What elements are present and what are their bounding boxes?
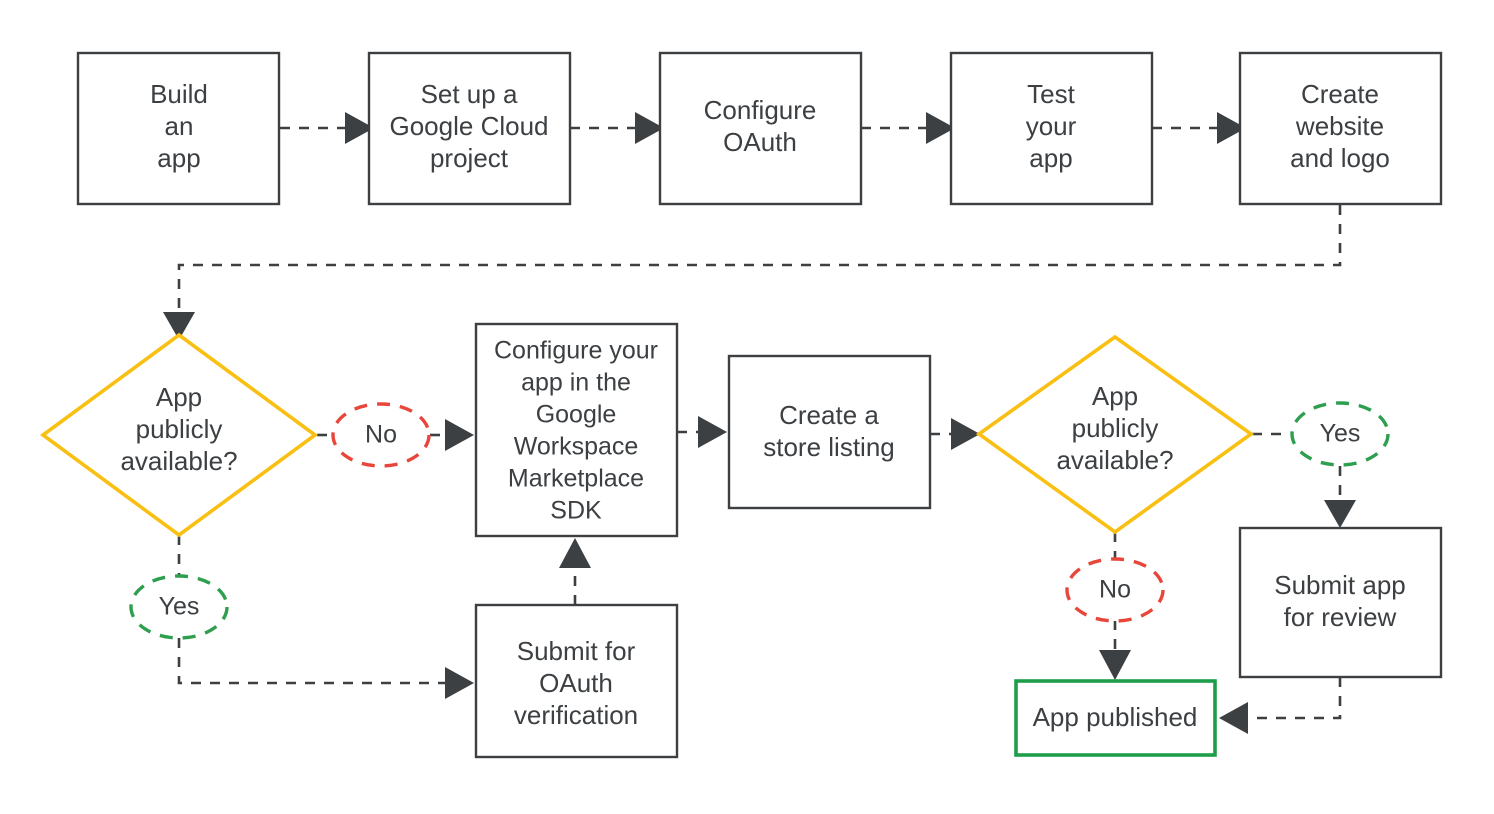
node-set-up-project-line1: Set up a: [421, 79, 518, 109]
connector-decision-left-no: [317, 419, 474, 451]
create-store-listing-line2: store listing: [763, 432, 895, 462]
edge-label-left-no: No: [331, 402, 431, 468]
node-set-up-project[interactable]: Set up a Google Cloud project: [367, 51, 572, 206]
node-configure-oauth-line2: OAuth: [723, 127, 797, 157]
connector-store-listing-to-decision-right: [930, 418, 980, 450]
node-build-an-app-line1: Build: [150, 79, 208, 109]
connector-oauth-verification-to-sdk: [559, 538, 591, 605]
edge-label-right-yes: Yes: [1290, 401, 1390, 467]
edge-label-right-no: No: [1065, 557, 1165, 623]
submit-oauth-line2: OAuth: [539, 668, 613, 698]
node-configure-app-marketplace-sdk[interactable]: Configure your app in the Google Workspa…: [474, 322, 679, 538]
node-build-an-app-line3: app: [157, 143, 200, 173]
app-published-label: App published: [1033, 702, 1198, 732]
connector-build-to-project: [280, 112, 374, 144]
submit-oauth-line1: Submit for: [517, 636, 636, 666]
decision-left-line1: App: [156, 382, 202, 412]
connector-website-to-decision-left: [163, 205, 1342, 340]
node-create-store-listing[interactable]: Create a store listing: [727, 354, 932, 510]
connector-decision-left-yes: [177, 535, 474, 699]
configure-sdk-line1: Configure your: [494, 337, 658, 365]
node-submit-oauth-verification[interactable]: Submit for OAuth verification: [474, 603, 679, 759]
node-test-your-app[interactable]: Test your app: [949, 51, 1154, 206]
edge-label-left-yes-text: Yes: [159, 593, 200, 621]
decision-right-line1: App: [1092, 381, 1138, 411]
decision-left-line3: available?: [120, 446, 237, 476]
connector-sdk-to-store-listing: [677, 416, 727, 448]
node-create-website-line3: and logo: [1290, 143, 1390, 173]
edge-label-left-no-text: No: [365, 421, 397, 449]
connector-decision-right-no: [1099, 532, 1131, 680]
connector-project-to-oauth: [570, 112, 664, 144]
configure-sdk-line2: app in the: [521, 369, 631, 397]
configure-sdk-line3: Google: [536, 401, 617, 429]
configure-sdk-line6: SDK: [550, 497, 602, 525]
node-set-up-project-line2: Google Cloud: [390, 111, 549, 141]
connector-oauth-to-test: [861, 112, 955, 144]
node-decision-app-publicly-available-left[interactable]: App publicly available?: [39, 332, 319, 538]
decision-right-line2: publicly: [1072, 413, 1159, 443]
edge-label-right-no-text: No: [1099, 576, 1131, 604]
edge-label-left-yes: Yes: [129, 574, 229, 640]
connector-review-to-published: [1219, 677, 1342, 734]
submit-review-line1: Submit app: [1274, 570, 1406, 600]
node-create-website-and-logo[interactable]: Create website and logo: [1238, 51, 1443, 206]
node-create-website-line1: Create: [1301, 79, 1379, 109]
decision-right-line3: available?: [1056, 445, 1173, 475]
node-create-website-line2: website: [1295, 111, 1384, 141]
edge-label-right-yes-text: Yes: [1320, 420, 1361, 448]
create-store-listing-line1: Create a: [779, 400, 879, 430]
decision-left-line2: publicly: [136, 414, 223, 444]
node-test-your-app-line1: Test: [1027, 79, 1075, 109]
connector-test-to-website: [1152, 112, 1246, 144]
configure-sdk-line4: Workspace: [514, 433, 639, 461]
node-app-published[interactable]: App published: [1014, 679, 1217, 757]
node-configure-oauth[interactable]: Configure OAuth: [658, 51, 863, 206]
node-test-your-app-line3: app: [1029, 143, 1072, 173]
node-decision-app-publicly-available-right[interactable]: App publicly available?: [975, 334, 1255, 535]
node-set-up-project-line3: project: [430, 143, 509, 173]
node-build-an-app-line2: an: [165, 111, 194, 141]
connector-decision-right-yes: [1252, 432, 1356, 528]
node-configure-oauth-line1: Configure: [704, 95, 817, 125]
node-build-an-app[interactable]: Build an app: [76, 51, 281, 206]
submit-oauth-line3: verification: [514, 700, 638, 730]
submit-review-line2: for review: [1284, 602, 1397, 632]
node-submit-app-for-review[interactable]: Submit app for review: [1238, 526, 1443, 679]
node-test-your-app-line2: your: [1026, 111, 1077, 141]
configure-sdk-line5: Marketplace: [508, 465, 644, 493]
